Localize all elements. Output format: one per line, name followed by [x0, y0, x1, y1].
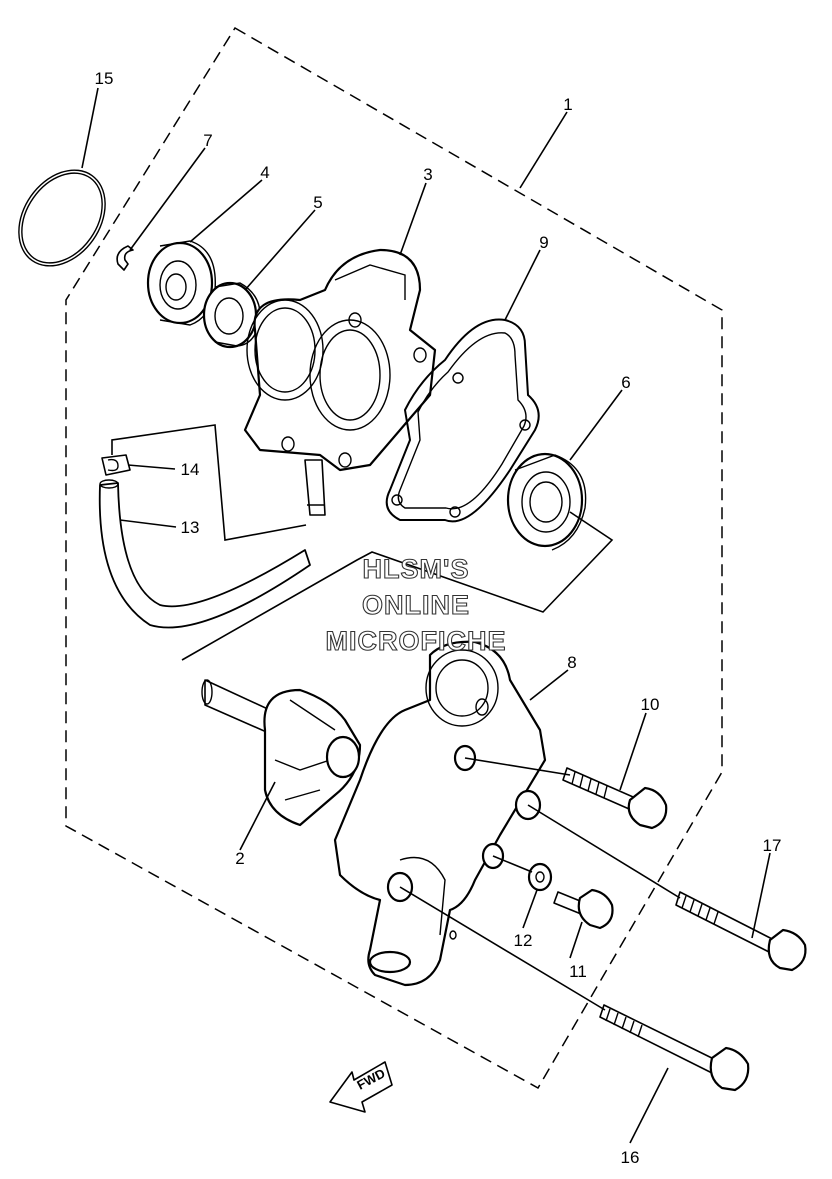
part-10-bolt[interactable] [562, 767, 668, 830]
callout-1[interactable]: 1 [563, 95, 572, 114]
guide-line-shaft [181, 511, 614, 661]
part-2-impeller[interactable] [201, 679, 362, 827]
part-13-hose[interactable] [98, 479, 311, 629]
guide-line-washer [492, 855, 533, 873]
callout-leaders [81, 87, 771, 1144]
callout-17[interactable]: 17 [763, 836, 782, 855]
assembly-boundary [65, 26, 723, 1090]
callout-6[interactable]: 6 [621, 373, 630, 392]
fwd-arrow: FWD [329, 1061, 393, 1113]
guide-line-bolt-17 [527, 804, 681, 899]
callout-7[interactable]: 7 [203, 131, 212, 150]
part-6-oil-seal[interactable] [506, 452, 587, 551]
callout-3[interactable]: 3 [423, 165, 432, 184]
callout-11[interactable]: 11 [569, 962, 587, 981]
callout-14[interactable]: 14 [181, 460, 200, 479]
watermark-line-2: ONLINE [362, 590, 470, 620]
guide-line-hose [111, 424, 307, 541]
callout-9[interactable]: 9 [539, 233, 548, 252]
guide-line-bolt-10 [464, 757, 571, 776]
callout-5[interactable]: 5 [313, 193, 322, 212]
guide-line-bolt-16 [399, 886, 606, 1011]
part-14-hose-clamp[interactable] [101, 454, 131, 476]
callout-labels: 15 1 7 4 3 5 9 6 14 13 8 10 2 17 12 11 1… [95, 69, 782, 1167]
part-5-seal[interactable] [202, 281, 261, 349]
watermark-line-3: MICROFICHE [326, 626, 507, 656]
part-17-long-bolt[interactable] [675, 891, 807, 972]
callout-12[interactable]: 12 [514, 931, 533, 950]
callout-8[interactable]: 8 [567, 653, 576, 672]
part-16-long-bolt[interactable] [599, 1004, 750, 1092]
watermark: HLSM'S ONLINE MICROFICHE [325, 553, 507, 656]
callout-13[interactable]: 13 [181, 518, 200, 537]
part-15-o-ring[interactable] [1, 154, 123, 283]
part-3-housing-cover[interactable] [243, 248, 437, 516]
part-11-bolt[interactable] [553, 888, 614, 930]
part-7-circlip[interactable] [116, 245, 134, 271]
callout-2[interactable]: 2 [235, 849, 244, 868]
part-12-washer[interactable] [527, 862, 553, 892]
callout-10[interactable]: 10 [641, 695, 660, 714]
callout-4[interactable]: 4 [260, 163, 269, 182]
callout-16[interactable]: 16 [621, 1148, 640, 1167]
callout-15[interactable]: 15 [95, 69, 114, 88]
watermark-line-1: HLSM'S [363, 554, 470, 584]
